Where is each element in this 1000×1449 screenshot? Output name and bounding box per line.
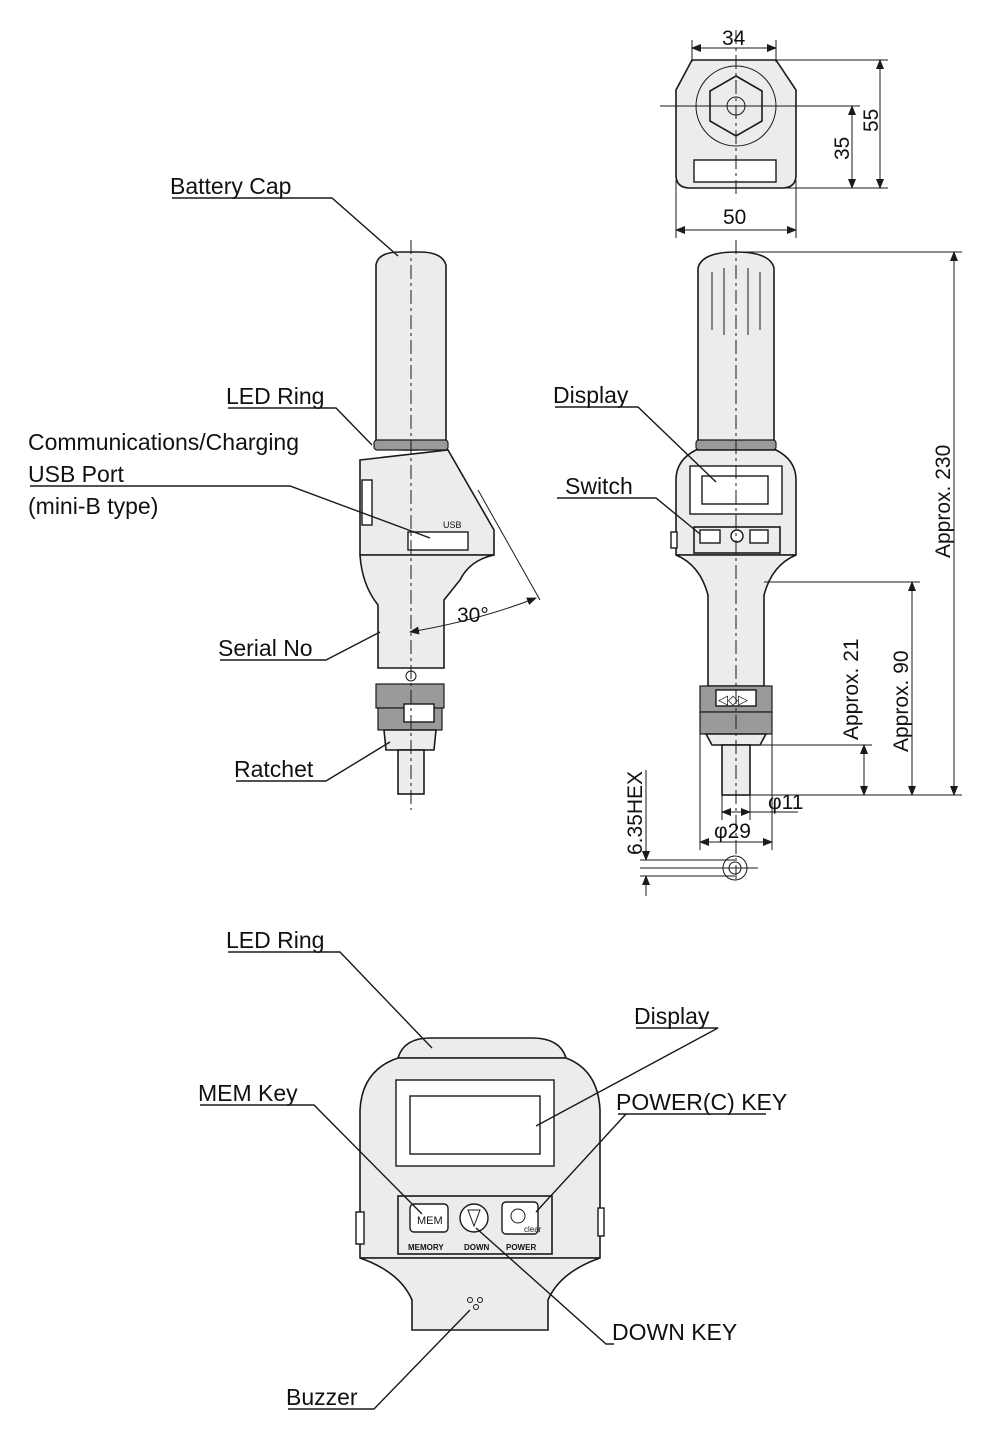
ratchet-lever xyxy=(403,703,435,723)
memory-caption: MEMORY xyxy=(408,1243,444,1252)
down-key-leader xyxy=(475,1227,614,1345)
buzzer-hole-3 xyxy=(473,1304,479,1310)
front-mem-key xyxy=(699,529,721,544)
detail-led-ring xyxy=(396,1037,568,1059)
dim35-text: 35 xyxy=(831,137,854,160)
len21-text: Approx. 21 xyxy=(840,638,863,740)
buzzer-hole-2 xyxy=(477,1297,483,1303)
len230-text: Approx. 230 xyxy=(932,445,955,558)
dim34-text: 34 xyxy=(722,27,746,50)
top-view: 34 50 55 35 xyxy=(660,27,888,238)
angle-arc xyxy=(409,597,537,635)
len90-text: Approx. 90 xyxy=(890,650,913,752)
angle-line xyxy=(477,489,541,601)
side-key-bump xyxy=(361,479,373,526)
ratchet-leader xyxy=(236,741,391,782)
ratchet-direction-marks: ◁◇▷ xyxy=(718,692,748,707)
angle-label: 30° xyxy=(457,604,489,627)
hex-label: 6.35HEX xyxy=(624,771,647,855)
usb-port xyxy=(407,531,469,551)
detail-display-leader xyxy=(535,1027,719,1127)
side-head xyxy=(359,449,495,556)
serial-no-leader xyxy=(220,631,381,661)
front-power-key xyxy=(749,529,769,544)
detail-lower-body xyxy=(359,1257,601,1331)
mem-key-text: MEM xyxy=(417,1215,443,1227)
detail-led-ring-label: LED Ring xyxy=(226,927,324,953)
dia29-text: φ29 xyxy=(714,820,751,843)
front-display-label: Display xyxy=(553,382,629,408)
detail-side-bump-left xyxy=(355,1211,365,1245)
buzzer-leader xyxy=(288,1309,471,1410)
front-side-bump xyxy=(670,531,678,549)
switch-label: Switch xyxy=(565,473,633,499)
power-key-leader xyxy=(535,1113,766,1213)
front-view: ◁◇▷ 6.35HEX φ29 φ11 Approx. 230 xyxy=(553,240,962,896)
buzzer-hole-1 xyxy=(467,1297,473,1303)
detail-led-ring-leader xyxy=(228,951,433,1049)
down-arrow-icon xyxy=(467,1209,481,1228)
detail-side-bump-right xyxy=(597,1207,605,1237)
dia11-text: φ11 xyxy=(768,791,803,814)
power-key[interactable] xyxy=(501,1201,539,1235)
buzzer-label: Buzzer xyxy=(286,1384,358,1410)
power-caption: POWER xyxy=(506,1243,536,1252)
usb-label-line3: (mini-B type) xyxy=(28,493,158,519)
side-view: USB 30° Battery Cap LED Ring Communicati… xyxy=(28,173,541,810)
ratchet-base xyxy=(383,729,437,751)
mem-key-label: MEM Key xyxy=(198,1080,298,1106)
usb-mark: USB xyxy=(443,520,462,530)
ratchet-label: Ratchet xyxy=(234,756,314,782)
battery-cap-leader xyxy=(172,197,399,257)
down-key[interactable] xyxy=(459,1203,489,1233)
front-display xyxy=(701,475,769,505)
battery-cap-label: Battery Cap xyxy=(170,173,291,199)
usb-label-line1: Communications/Charging xyxy=(28,429,299,455)
down-caption: DOWN xyxy=(464,1243,490,1252)
down-key-label: DOWN KEY xyxy=(612,1319,737,1345)
front-down-key xyxy=(730,529,744,543)
front-display-leader xyxy=(555,406,717,483)
switch-leader xyxy=(557,497,701,535)
dim55-text: 55 xyxy=(860,109,883,132)
mem-key-leader xyxy=(200,1104,423,1215)
serial-no-label: Serial No xyxy=(218,635,313,661)
detail-view: MEM clear MEMORY DOWN POWER LED Ring Dis… xyxy=(198,927,787,1410)
side-led-ring-leader xyxy=(228,407,373,446)
top-display-window xyxy=(693,159,777,183)
usb-label-line2: USB Port xyxy=(28,461,124,487)
power-key-label: POWER(C) KEY xyxy=(616,1089,787,1115)
clear-text: clear xyxy=(524,1225,542,1234)
detail-display-label: Display xyxy=(634,1003,710,1029)
power-icon xyxy=(510,1208,526,1224)
side-led-ring-label: LED Ring xyxy=(226,383,324,409)
usb-leader xyxy=(30,485,431,539)
detail-display xyxy=(409,1095,541,1155)
dim50-text: 50 xyxy=(723,206,746,229)
